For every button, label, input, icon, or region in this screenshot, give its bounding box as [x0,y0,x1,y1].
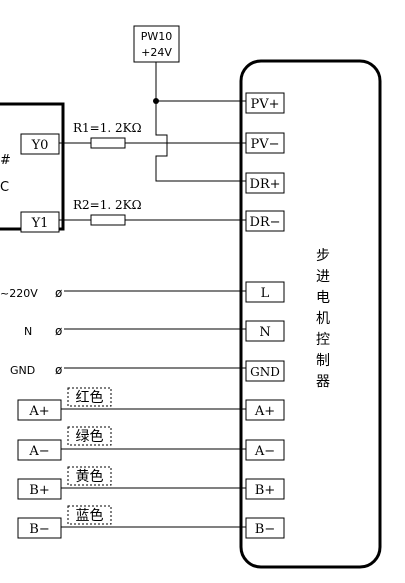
resistor-r2 [90,214,126,226]
terminal-b-minus: B− [255,522,275,537]
power-supply-box: PW10 +24V [133,25,180,63]
terminal-b-plus: B+ [255,483,275,498]
power-wiring [155,62,246,182]
resistor-r1 [90,137,126,149]
power-supply-voltage: +24V [141,46,172,59]
plc-edge-label-bottom: C [0,180,9,195]
terminal-pv-minus: PV− [250,137,279,152]
wire-color-tag-yellow [67,466,112,486]
driver-title: 步 进 电 机 控 制 器 [316,248,330,390]
wire-color-yellow: 黄色 [76,468,104,485]
plc-output-y1-box [20,211,60,233]
y1-wiring [59,214,246,226]
terminal-box-dr-minus [245,210,285,232]
driver-title-char: 步 [316,248,330,264]
terminal-box-pv-plus [245,92,285,114]
mains-label-gnd: GND [10,364,35,377]
driver-terminals: PV+ PV− DR+ DR− L N GND A+ A− B+ B− [245,92,285,539]
mains-inputs: ~220V ø N ø GND ø [0,286,246,377]
terminal-n: N [259,325,270,340]
driver-title-char: 机 [316,311,330,327]
driver-title-char: 器 [316,374,330,390]
wire-color-tag-blue [67,505,112,525]
wire-color-green: 绿色 [76,428,104,445]
terminal-box-n [245,320,285,342]
resistor-r1-label: R1=1. 2KΩ [73,121,142,135]
terminal-box-a-plus [245,399,285,421]
driver-title-char: 电 [316,290,330,306]
terminal-a-minus: A− [254,444,275,459]
motor-terminals: A+ 红色 A− 绿色 B+ 黄色 B− 蓝色 [17,387,246,539]
terminal-l: L [261,286,270,301]
wire-color-tag-red [67,387,112,407]
mains-label-220v: ~220V [0,287,38,300]
mains-symbol: ø [55,363,62,377]
terminal-box-b-plus [245,478,285,500]
driver-title-char: 进 [316,269,330,285]
mains-label-n: N [24,325,32,338]
plc-output-y0: Y0 [31,138,49,153]
motor-terminal-a-minus: A− [28,444,49,459]
plc-edge-label-top: # [0,153,11,168]
driver-title-char: 制 [316,353,330,369]
wire-color-blue: 蓝色 [76,507,104,524]
terminal-box-a-minus [245,439,285,461]
power-junction-dot [153,98,159,104]
terminal-box-l [245,281,285,303]
terminal-gnd: GND [250,365,280,379]
motor-terminal-box-a-minus [17,439,62,461]
power-supply-name: PW10 [141,30,173,43]
dr-plus-wire [155,101,246,182]
terminal-box-b-minus [245,517,285,539]
wire-color-red: 红色 [76,389,104,406]
mains-symbol: ø [55,286,62,300]
terminal-pv-plus: PV+ [250,97,279,112]
terminal-box-gnd [245,360,285,382]
terminal-box-dr-plus [245,172,285,194]
resistor-r2-label: R2=1. 2KΩ [73,198,142,212]
mains-symbol: ø [55,324,62,338]
motor-terminal-box-a-plus [17,399,62,421]
motor-terminal-b-minus: B− [29,522,49,537]
motor-terminal-box-b-minus [17,517,62,539]
terminal-dr-plus: DR+ [249,177,280,192]
terminal-a-plus: A+ [254,404,275,419]
motor-terminal-box-b-plus [17,478,62,500]
motor-terminal-b-plus: B+ [29,483,49,498]
plc-output-y1: Y1 [31,216,49,231]
y0-wiring [59,137,246,149]
driver-title-char: 控 [316,332,330,348]
plc-box: # C Y0 Y1 [0,102,65,233]
plc-output-y0-box [20,133,60,155]
terminal-dr-minus: DR− [249,215,280,230]
motor-terminal-a-plus: A+ [28,404,49,419]
wire-color-tag-green [67,426,112,446]
